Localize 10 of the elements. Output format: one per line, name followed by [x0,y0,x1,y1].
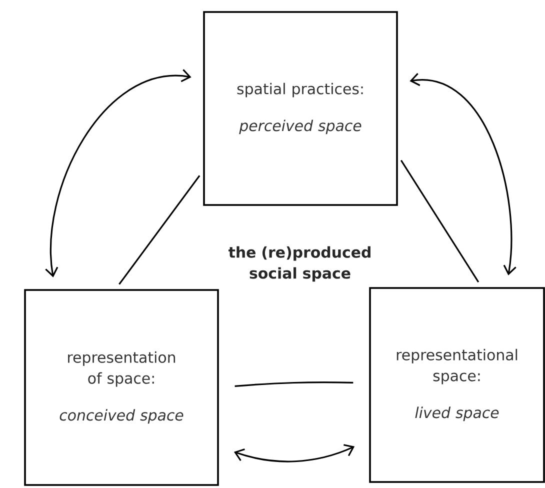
concept-box: representation of space: conceived space [24,289,219,486]
concept-box: representational space: lived space [369,287,545,483]
connector-line [118,175,200,285]
concept-box: spatial practices: perceived space [203,11,398,206]
connector-line [400,160,480,282]
double-arrow [45,69,192,278]
double-arrow [234,444,355,462]
double-arrow [410,73,516,276]
connector-line [234,382,354,387]
center-label: the (re)produced social space [228,246,370,282]
